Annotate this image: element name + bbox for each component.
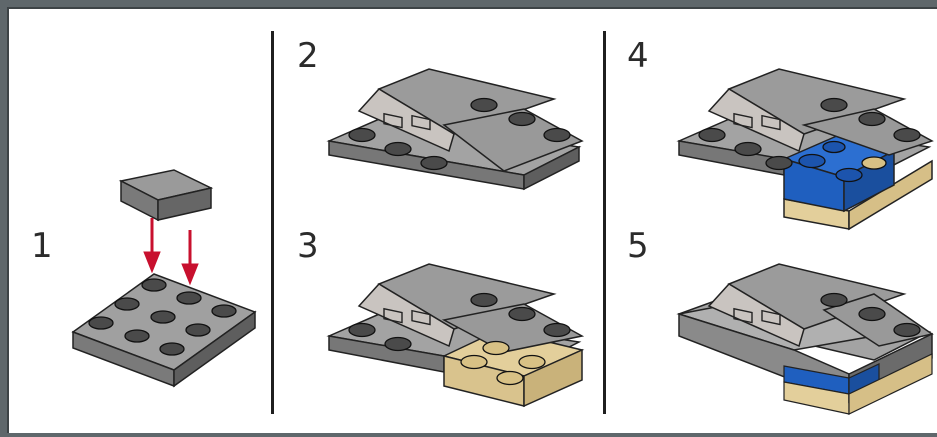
step-1-illustration — [59, 164, 269, 394]
step-2-illustration — [324, 59, 584, 209]
bottom-border — [0, 433, 937, 437]
divider-left — [271, 31, 274, 414]
step-4-illustration — [674, 59, 937, 234]
step-number-5: 5 — [627, 229, 649, 263]
tan-studs — [862, 157, 886, 169]
step-number-4: 4 — [627, 39, 649, 73]
arrow-right — [182, 230, 198, 284]
divider-right — [603, 31, 606, 414]
arrow-left — [144, 218, 160, 272]
step-3-illustration — [324, 254, 584, 414]
instruction-panel: 1 2 3 4 5 — [7, 7, 937, 433]
step-number-2: 2 — [297, 39, 319, 73]
step-5-illustration — [674, 254, 937, 414]
step-number-1: 1 — [31, 229, 53, 263]
step-number-3: 3 — [297, 229, 319, 263]
